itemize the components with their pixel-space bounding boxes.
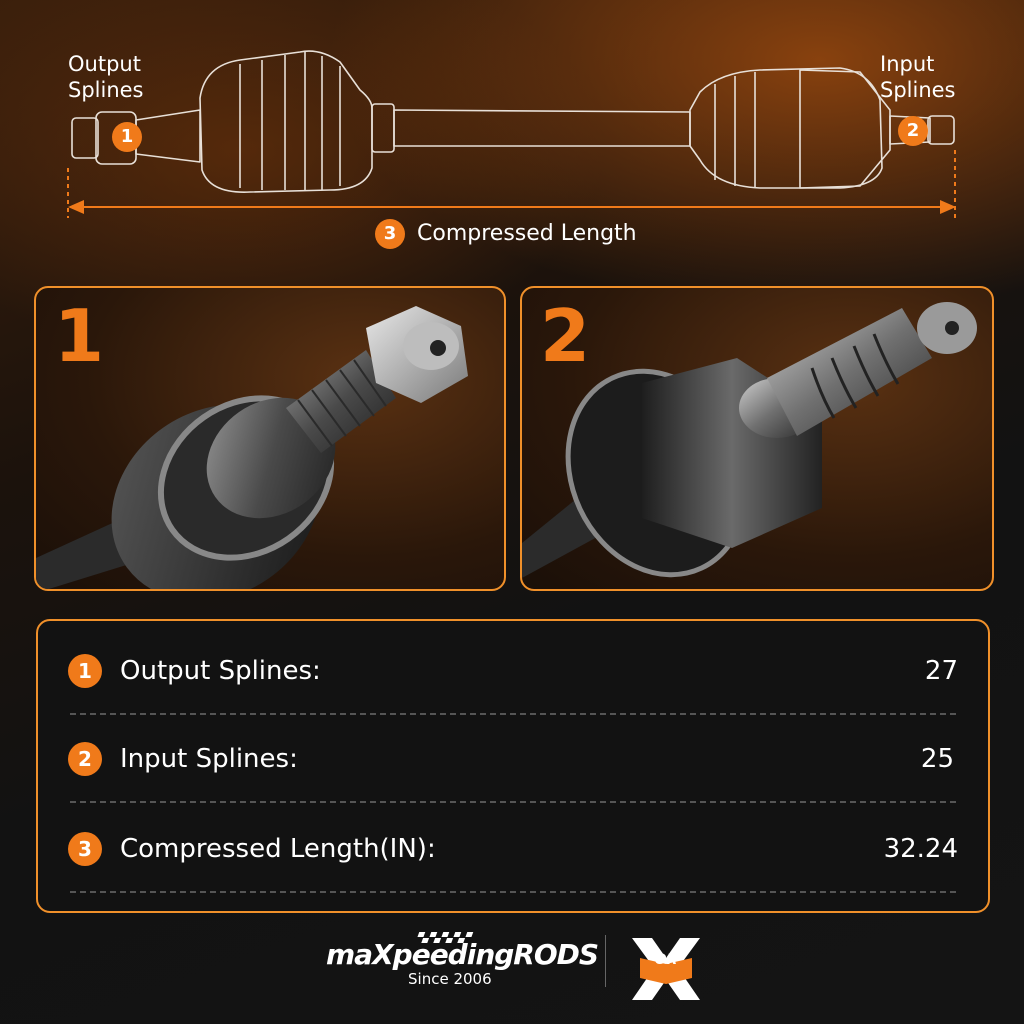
panel-number-2: 2 xyxy=(540,294,591,378)
brand-since: Since 2006 xyxy=(408,970,492,988)
output-splines-label: Output Splines xyxy=(68,51,144,103)
spec-name: Input Splines: xyxy=(120,744,298,774)
spec-value: 32.24 xyxy=(883,834,958,864)
output-spline-closeup-panel: 1 xyxy=(34,286,506,591)
output-splines-label-line1: Output xyxy=(68,52,141,76)
diagram-badge-2: 2 xyxy=(898,116,928,146)
spec-table: 1 Output Splines: 27 2 Input Splines: 25… xyxy=(36,619,990,913)
output-spline-illustration xyxy=(36,306,468,589)
spec-badge-1: 1 xyxy=(68,654,102,688)
input-splines-label-line1: Input xyxy=(880,52,935,76)
spec-separator xyxy=(70,891,956,893)
spec-badge-3: 3 xyxy=(68,832,102,866)
footer-divider xyxy=(605,935,606,987)
spec-badge-2: 2 xyxy=(68,742,102,776)
input-spline-illustration xyxy=(522,302,977,578)
brand-logo: maXpeedingRODS xyxy=(326,938,599,971)
spec-value: 25 xyxy=(920,744,954,774)
spec-separator xyxy=(70,713,956,715)
input-splines-label: Input Splines xyxy=(880,51,956,103)
input-splines-label-line2: Splines xyxy=(880,78,956,102)
spec-separator xyxy=(70,801,956,803)
spec-name: Output Splines: xyxy=(120,656,321,686)
secondary-logo-icon xyxy=(632,938,700,1000)
spec-row-compressed-length: 3 Compressed Length(IN): 32.24 xyxy=(68,819,958,893)
panel-number-1: 1 xyxy=(54,294,105,378)
diagram-badge-3: 3 xyxy=(375,219,405,249)
spec-row-output-splines: 1 Output Splines: 27 xyxy=(68,641,958,715)
compressed-length-label: Compressed Length xyxy=(417,221,637,246)
input-spline-closeup-panel: 2 xyxy=(520,286,994,591)
brand-logo-graphics xyxy=(417,932,700,1000)
spec-value: 27 xyxy=(924,656,958,686)
output-splines-label-line2: Splines xyxy=(68,78,144,102)
spec-name: Compressed Length(IN): xyxy=(120,834,436,864)
diagram-badge-1: 1 xyxy=(112,122,142,152)
spec-row-input-splines: 2 Input Splines: 25 xyxy=(68,729,958,803)
secondary-logo-text: OR xyxy=(654,952,678,968)
